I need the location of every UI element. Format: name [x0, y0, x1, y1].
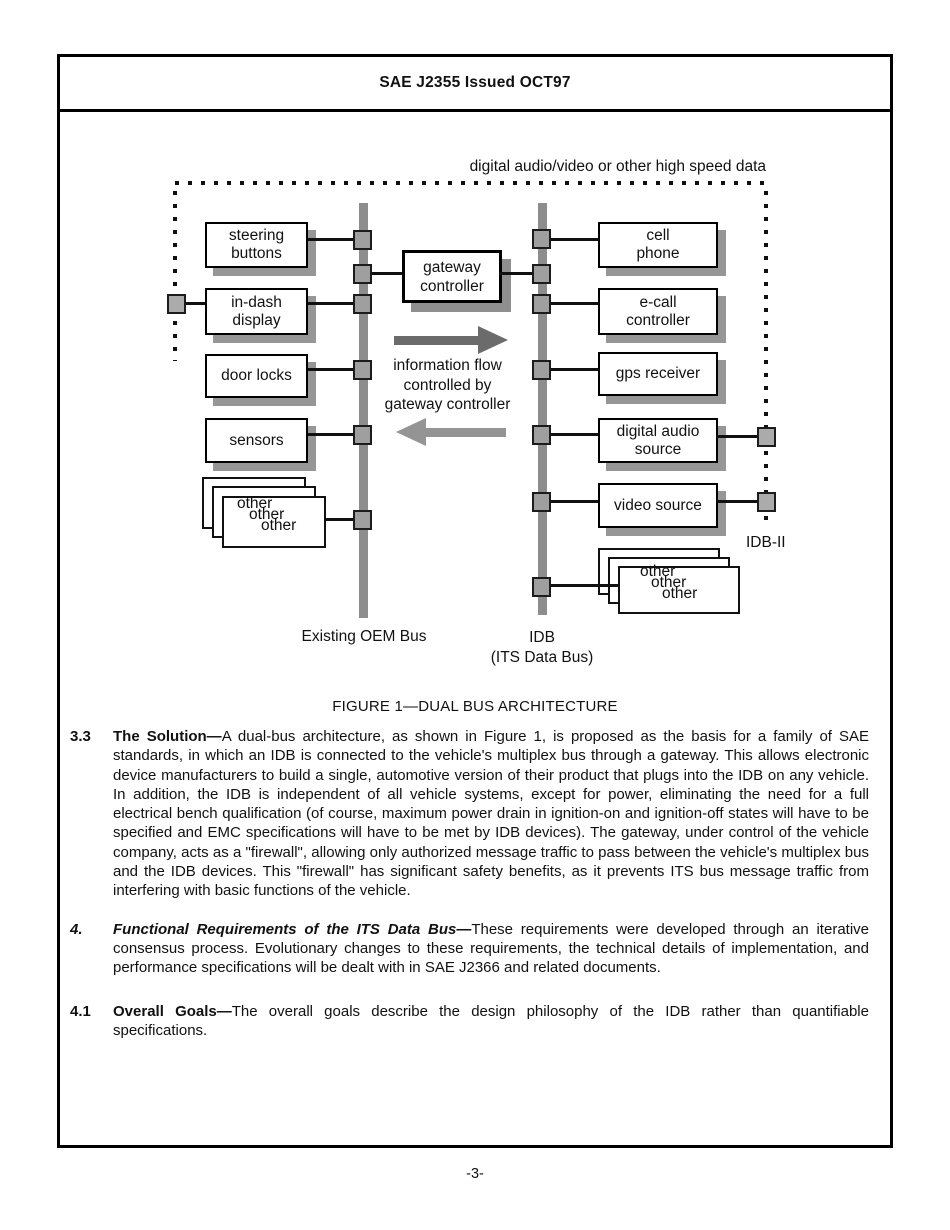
left-arrow-icon	[396, 418, 426, 446]
high-speed-data-label: digital audio/video or other high speed …	[469, 158, 766, 175]
edge-connector	[757, 492, 776, 512]
oem-bus-bar	[359, 203, 368, 618]
bus-connector	[353, 294, 372, 314]
section-heading: Overall Goals—	[113, 1002, 232, 1020]
right-arrow-icon	[478, 326, 508, 354]
connector-line	[325, 518, 353, 521]
idb-bus-label: IDB (ITS Data Bus)	[490, 629, 594, 666]
device-box-ecall-controller: e-call controller	[598, 288, 718, 335]
idb-bus-bar	[538, 203, 547, 615]
connector-line	[499, 272, 532, 275]
section-number: 4.	[70, 920, 83, 938]
section-heading: The Solution—	[113, 728, 222, 745]
device-box-sensors: sensors	[205, 418, 308, 463]
other-label: other	[651, 574, 687, 591]
device-box-door-locks: door locks	[205, 354, 308, 398]
section-text: Overall Goals—The overall goals describe…	[113, 1002, 869, 1041]
section-body: These requirements were developed throug…	[113, 920, 870, 977]
body-text: 3.3 The Solution—A dual-bus architecture…	[70, 727, 869, 1059]
other-stack-box	[618, 566, 740, 614]
connector-line	[551, 500, 598, 503]
bus-connector	[532, 425, 551, 445]
connector-line	[308, 302, 353, 305]
section-4: 4. Functional Requirements of the ITS Da…	[70, 920, 869, 978]
edge-connector	[167, 294, 186, 314]
bus-connector	[532, 492, 551, 512]
bus-connector	[353, 510, 372, 530]
left-arrow-shaft	[426, 428, 506, 437]
device-box-digital-audio-source: digital audio source	[598, 418, 718, 463]
connector-line	[308, 368, 353, 371]
connector-line	[551, 238, 598, 241]
connector-line	[551, 302, 598, 305]
dotted-border-right	[764, 191, 768, 521]
device-box-in-dash-display: in-dash display	[205, 288, 308, 335]
figure-caption: FIGURE 1—DUAL BUS ARCHITECTURE	[332, 698, 618, 715]
header-box: SAE J2355 Issued OCT97	[57, 54, 893, 112]
section-4-1: 4.1 Overall Goals—The overall goals desc…	[70, 1002, 869, 1041]
bus-connector	[532, 577, 551, 597]
connector-line	[372, 272, 402, 275]
section-body: The overall goals describe the design ph…	[113, 1002, 869, 1039]
dotted-border-left	[173, 191, 177, 361]
section-body: A dual-bus architecture, as shown in Fig…	[113, 728, 869, 900]
bus-connector	[532, 294, 551, 314]
bus-connector	[353, 360, 372, 380]
other-label: other	[237, 495, 273, 512]
bus-connector	[353, 230, 372, 250]
edge-connector	[757, 427, 776, 447]
bus-connector	[353, 264, 372, 284]
other-label: other	[249, 506, 285, 523]
bus-connector	[353, 425, 372, 445]
connector-line	[551, 433, 598, 436]
section-text: The Solution—A dual-bus architecture, as…	[113, 727, 869, 901]
other-label: other	[640, 563, 676, 580]
information-flow-note: information flow controlled by gateway c…	[384, 357, 511, 413]
connector-line	[308, 433, 353, 436]
bus-connector	[532, 264, 551, 284]
oem-bus-label: Existing OEM Bus	[301, 628, 427, 645]
connector-line	[716, 435, 757, 438]
connector-line	[308, 238, 353, 241]
connector-line	[551, 368, 598, 371]
right-arrow-shaft	[394, 336, 478, 345]
section-number: 3.3	[70, 728, 91, 745]
dotted-border-top	[175, 181, 768, 185]
page-number: -3-	[466, 1166, 484, 1182]
page-title: SAE J2355 Issued OCT97	[379, 74, 571, 91]
section-heading: Functional Requirements of the ITS Data …	[113, 920, 472, 938]
idb2-label: IDB-II	[746, 534, 786, 551]
other-label: other	[662, 585, 698, 602]
connector-line	[716, 500, 757, 503]
gateway-controller-box: gateway controller	[402, 250, 502, 303]
content-frame	[57, 109, 893, 1148]
other-stack-box	[222, 496, 326, 548]
section-text: Functional Requirements of the ITS Data …	[113, 920, 869, 978]
connector-line	[551, 584, 620, 587]
device-box-cell-phone: cell phone	[598, 222, 718, 268]
device-box-steering-buttons: steering buttons	[205, 222, 308, 268]
bus-connector	[532, 229, 551, 249]
device-box-gps-receiver: gps receiver	[598, 352, 718, 396]
section-number: 4.1	[70, 1002, 91, 1020]
device-box-video-source: video source	[598, 483, 718, 528]
bus-connector	[532, 360, 551, 380]
other-label: other	[261, 517, 297, 534]
section-3-3: 3.3 The Solution—A dual-bus architecture…	[70, 727, 869, 901]
connector-line	[186, 302, 205, 305]
